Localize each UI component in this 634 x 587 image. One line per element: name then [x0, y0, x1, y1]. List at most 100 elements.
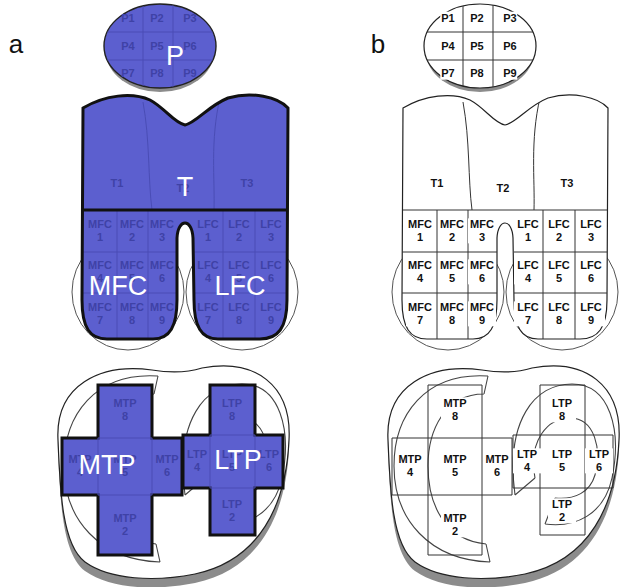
subregion-label: LTP 8 — [219, 397, 245, 422]
subregion-label: LTP 2 — [219, 498, 245, 523]
subregion-cell: MFC 4 — [406, 259, 434, 284]
subregion-label: LFC 8 — [545, 301, 573, 326]
subregion-label: T1 — [430, 177, 445, 190]
subregion-cell: MTP 6 — [483, 453, 511, 478]
subregion-cell: P8 — [469, 67, 484, 80]
trochlea-boundary — [403, 210, 607, 211]
subregion-label: MFC 8 — [119, 301, 145, 326]
panel-a-tibia — [58, 366, 289, 587]
subregion-label: MFC 6 — [149, 259, 175, 284]
subregion-label: MFC 1 — [406, 218, 434, 243]
region-label: P — [166, 42, 184, 72]
subregion-label: MFC 9 — [149, 301, 175, 326]
tibia-outline — [58, 366, 289, 579]
subregion-cell: P6 — [502, 40, 517, 53]
region-name: MTP — [79, 451, 136, 481]
subregion-cell: MFC 2 — [438, 218, 466, 243]
medial-grid — [392, 385, 512, 555]
subregion-label: LFC 1 — [195, 218, 221, 243]
subregion-cell: MFC 5 — [438, 259, 466, 284]
subregion-cell: P7 — [440, 67, 455, 80]
subregion-label: MFC 6 — [468, 259, 496, 284]
subregion-label: LFC 7 — [514, 301, 542, 326]
femur-grid — [402, 98, 607, 339]
subregion-label: P9 — [183, 67, 196, 80]
subregion-label: P8 — [469, 67, 484, 80]
subregion-label: LFC 1 — [514, 218, 542, 243]
subregion-label: LTP 4 — [184, 448, 210, 473]
menisci — [394, 376, 615, 562]
medial-plateau-region — [62, 385, 182, 555]
subregion-label: P5 — [469, 40, 484, 53]
subregion-cell: MTP 8 — [441, 397, 469, 422]
patella-region — [104, 4, 216, 88]
region-name: MFC — [89, 272, 147, 302]
femur-regions — [60, 80, 310, 350]
subregion-cell: LFC 5 — [545, 259, 573, 284]
panel-letter: a — [9, 31, 23, 57]
subregion-cell: MFC 6 — [468, 259, 496, 284]
subregion-label: MTP 5 — [441, 453, 469, 478]
subregion-label: MFC 8 — [438, 301, 466, 326]
subregion-label: LFC 2 — [226, 218, 252, 243]
subregion-label: MFC 1 — [87, 218, 113, 243]
subregion-cell: T2 — [496, 182, 511, 195]
subregion-label: MFC 5 — [438, 259, 466, 284]
subregion-cell: MFC 8 — [438, 301, 466, 326]
patella-outline — [424, 4, 536, 88]
region-label: T — [177, 173, 194, 203]
subregion-cell: MFC 3 — [468, 218, 496, 243]
subregion-label: MFC 7 — [406, 301, 434, 326]
subregion-cell: LFC 2 — [545, 218, 573, 243]
subregion-label: LFC 4 — [514, 259, 542, 284]
subregion-label: LFC 9 — [577, 301, 605, 326]
subregion-label: P5 — [150, 40, 163, 53]
tibia-outline — [388, 366, 619, 579]
subregion-cell: P5 — [469, 40, 484, 53]
subregion-label: P8 — [150, 67, 163, 80]
subregion-label: LFC 5 — [545, 259, 573, 284]
region-name: T — [177, 173, 194, 203]
panel-letter: b — [371, 31, 385, 57]
subregion-cell: P1 — [440, 12, 455, 25]
subregion-cell: P3 — [502, 12, 517, 25]
subregion-label: MFC 7 — [87, 301, 113, 326]
subregion-cell: LTP 6 — [585, 448, 613, 473]
subregion-cell: T1 — [430, 177, 445, 190]
subregion-label: T2 — [496, 182, 511, 195]
subregion-cell: MTP 2 — [441, 512, 469, 537]
subregion-label: P1 — [121, 12, 134, 25]
lateral-grid — [513, 385, 613, 535]
subregion-label: P2 — [150, 12, 163, 25]
region-label: MTP — [79, 451, 136, 481]
tibia-grid — [428, 435, 585, 495]
subregion-cell: MFC 9 — [468, 301, 496, 326]
subregion-label: P7 — [121, 67, 134, 80]
subregion-label: MFC 9 — [468, 301, 496, 326]
panel-b-drawing — [388, 0, 619, 587]
subregion-label: P6 — [502, 40, 517, 53]
region-label: LFC — [214, 272, 265, 302]
subregion-cell: LTP 8 — [548, 397, 576, 422]
subregion-cell: P2 — [469, 12, 484, 25]
subregion-cell: P4 — [440, 40, 455, 53]
subregion-cell: LFC 8 — [545, 301, 573, 326]
subregion-cell: LFC 3 — [577, 218, 605, 243]
subregion-cell: LTP 5 — [548, 448, 576, 473]
subregion-cell: P9 — [502, 67, 517, 80]
subregion-cell: LFC 7 — [514, 301, 542, 326]
subregion-cell: T3 — [560, 177, 575, 190]
subregion-label: P9 — [502, 67, 517, 80]
subregion-label: MTP 6 — [154, 453, 180, 478]
subregion-label: LTP 4 — [513, 448, 541, 473]
region-name: LFC — [214, 272, 265, 302]
subregion-cell: MTP 4 — [396, 453, 424, 478]
subregion-cell: LFC 4 — [514, 259, 542, 284]
subregion-label: T3 — [241, 177, 254, 190]
subregion-cell: LFC 1 — [514, 218, 542, 243]
subregion-label: MTP 2 — [112, 512, 138, 537]
subregion-label: T1 — [111, 177, 124, 190]
subregion-label: MTP 4 — [396, 453, 424, 478]
